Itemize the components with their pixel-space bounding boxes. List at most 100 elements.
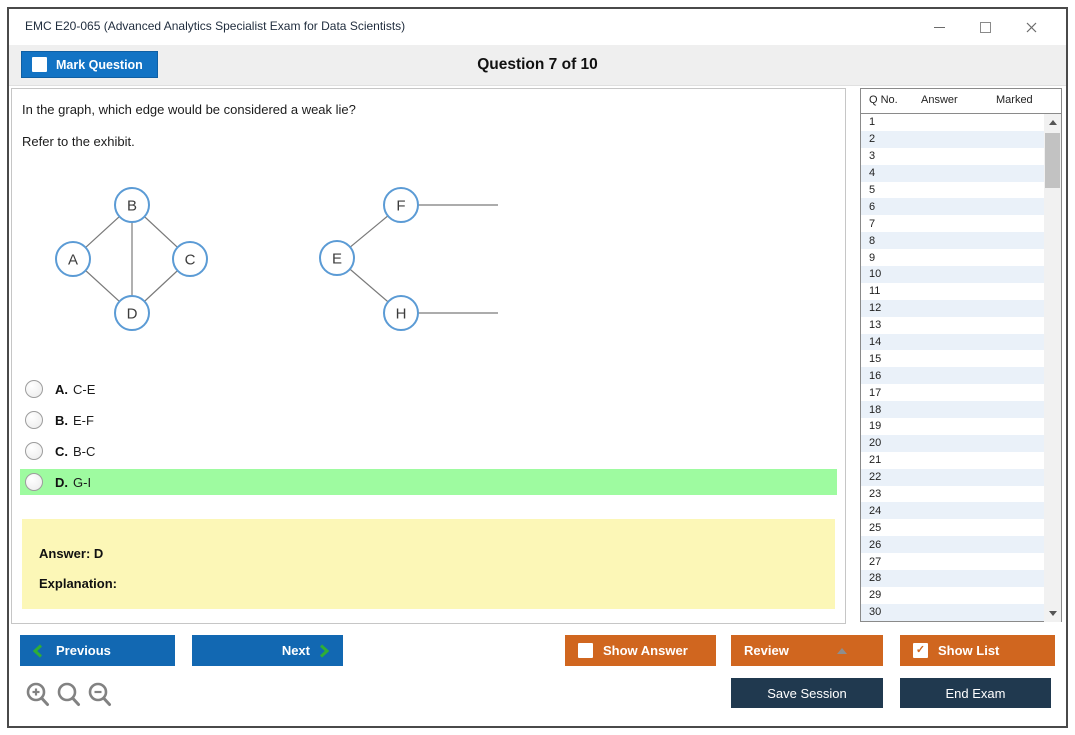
question-number: 11: [869, 285, 881, 298]
question-list-row-3[interactable]: 3: [861, 148, 1044, 165]
question-number: 16: [869, 369, 882, 382]
show-list-label: Show List: [938, 643, 1000, 658]
close-button[interactable]: [1008, 9, 1054, 45]
column-marked: Marked: [996, 94, 1033, 106]
previous-button[interactable]: Previous: [20, 635, 175, 666]
graph-node-C: [172, 241, 208, 277]
radio-button[interactable]: [25, 411, 43, 429]
question-number: 8: [869, 234, 876, 247]
minimize-button[interactable]: [916, 9, 962, 45]
show-list-button[interactable]: ✓ Show List: [900, 635, 1055, 666]
exhibit-note: Refer to the exhibit.: [22, 134, 135, 149]
option-letter: D.: [55, 474, 68, 490]
option-c[interactable]: C.B-C: [20, 438, 837, 464]
question-list-row-16[interactable]: 16: [861, 367, 1044, 385]
question-list-row-14[interactable]: 14: [861, 333, 1044, 351]
radio-button[interactable]: [25, 473, 43, 491]
review-button[interactable]: Review: [731, 635, 883, 666]
option-text: B-C: [73, 443, 96, 459]
question-list-row-6[interactable]: 6: [861, 198, 1044, 216]
titlebar: EMC E20-065 (Advanced Analytics Speciali…: [9, 9, 1066, 45]
scroll-up-button[interactable]: [1044, 114, 1061, 131]
question-list-row-12[interactable]: 12: [861, 299, 1044, 317]
save-session-button[interactable]: Save Session: [731, 678, 883, 708]
radio-button[interactable]: [25, 380, 43, 398]
exam-window: EMC E20-065 (Advanced Analytics Speciali…: [7, 7, 1068, 728]
option-letter: B.: [55, 412, 68, 428]
zoom-out-icon[interactable]: [87, 681, 113, 709]
question-number: 18: [869, 403, 882, 416]
graph-node-F: [383, 187, 419, 223]
graph-node-label: D: [127, 305, 138, 322]
option-letter: A.: [55, 381, 68, 397]
question-list-row-25[interactable]: 25: [861, 519, 1044, 536]
question-list-row-10[interactable]: 10: [861, 266, 1044, 283]
radio-button[interactable]: [25, 442, 43, 460]
question-number: 5: [869, 184, 876, 196]
question-list-row-21[interactable]: 21: [861, 452, 1044, 469]
column-answer: Answer: [921, 94, 958, 106]
close-icon: [1026, 22, 1036, 32]
option-b[interactable]: B.E-F: [20, 407, 837, 433]
question-list-row-19[interactable]: 19: [861, 418, 1044, 435]
end-exam-button[interactable]: End Exam: [900, 678, 1051, 708]
question-list-row-11[interactable]: 11: [861, 283, 1044, 300]
scrollbar-thumb[interactable]: [1045, 133, 1060, 188]
question-number: 17: [869, 386, 882, 399]
question-list-row-4[interactable]: 4: [861, 164, 1044, 182]
mark-question-checkbox[interactable]: [32, 57, 47, 72]
option-a[interactable]: A.C-E: [20, 376, 837, 402]
question-list-row-1[interactable]: 1: [861, 114, 1044, 131]
zoom-toolbar: [25, 681, 113, 709]
question-list-row-29[interactable]: 29: [861, 587, 1044, 604]
question-list-row-2[interactable]: 2: [861, 130, 1044, 148]
header-bar: Mark Question Question 7 of 10: [9, 45, 1066, 86]
question-list-row-30[interactable]: 30: [861, 603, 1044, 621]
minimize-icon: [933, 26, 945, 28]
mark-question-button[interactable]: Mark Question: [21, 51, 158, 78]
question-list-scrollbar[interactable]: [1044, 114, 1061, 622]
question-list-row-8[interactable]: 8: [861, 232, 1044, 250]
chevron-right-icon: [320, 643, 329, 658]
show-answer-checkbox[interactable]: [578, 643, 593, 658]
question-number: 1: [869, 116, 876, 129]
graph-node-E: [319, 240, 355, 276]
question-list-row-15[interactable]: 15: [861, 350, 1044, 367]
zoom-icon[interactable]: [56, 681, 82, 709]
question-list-row-20[interactable]: 20: [861, 434, 1044, 452]
explanation-label: Explanation:: [39, 576, 118, 591]
question-number: 27: [869, 555, 882, 568]
mark-question-label: Mark Question: [56, 57, 143, 72]
question-list-row-17[interactable]: 17: [861, 384, 1044, 401]
scroll-down-button[interactable]: [1044, 605, 1061, 622]
question-list-row-24[interactable]: 24: [861, 502, 1044, 520]
option-d[interactable]: D.G-I: [20, 469, 837, 495]
maximize-button[interactable]: [962, 9, 1008, 45]
graph-node-label: E: [332, 250, 342, 267]
question-list-row-18[interactable]: 18: [861, 401, 1044, 419]
question-list-row-27[interactable]: 27: [861, 553, 1044, 570]
show-answer-button[interactable]: Show Answer: [565, 635, 716, 666]
question-number: 12: [869, 302, 882, 315]
question-list-row-7[interactable]: 7: [861, 215, 1044, 232]
question-list-row-23[interactable]: 23: [861, 486, 1044, 503]
next-button[interactable]: Next: [192, 635, 343, 666]
question-list-row-9[interactable]: 9: [861, 249, 1044, 266]
question-list-row-26[interactable]: 26: [861, 536, 1044, 554]
question-list-row-28[interactable]: 28: [861, 570, 1044, 587]
question-list-row-13[interactable]: 13: [861, 317, 1044, 334]
triangle-up-icon: [837, 648, 847, 654]
show-list-checkbox[interactable]: ✓: [913, 643, 928, 658]
question-number: 2: [869, 133, 876, 146]
question-list-row-22[interactable]: 22: [861, 468, 1044, 486]
question-text: In the graph, which edge would be consid…: [22, 102, 356, 117]
zoom-in-icon[interactable]: [25, 681, 51, 709]
question-counter: Question 7 of 10: [477, 56, 598, 73]
answer-panel: Answer: D Explanation:: [22, 519, 835, 609]
show-answer-label: Show Answer: [603, 643, 688, 658]
question-list-row-5[interactable]: 5: [861, 182, 1044, 199]
save-session-label: Save Session: [767, 685, 847, 701]
